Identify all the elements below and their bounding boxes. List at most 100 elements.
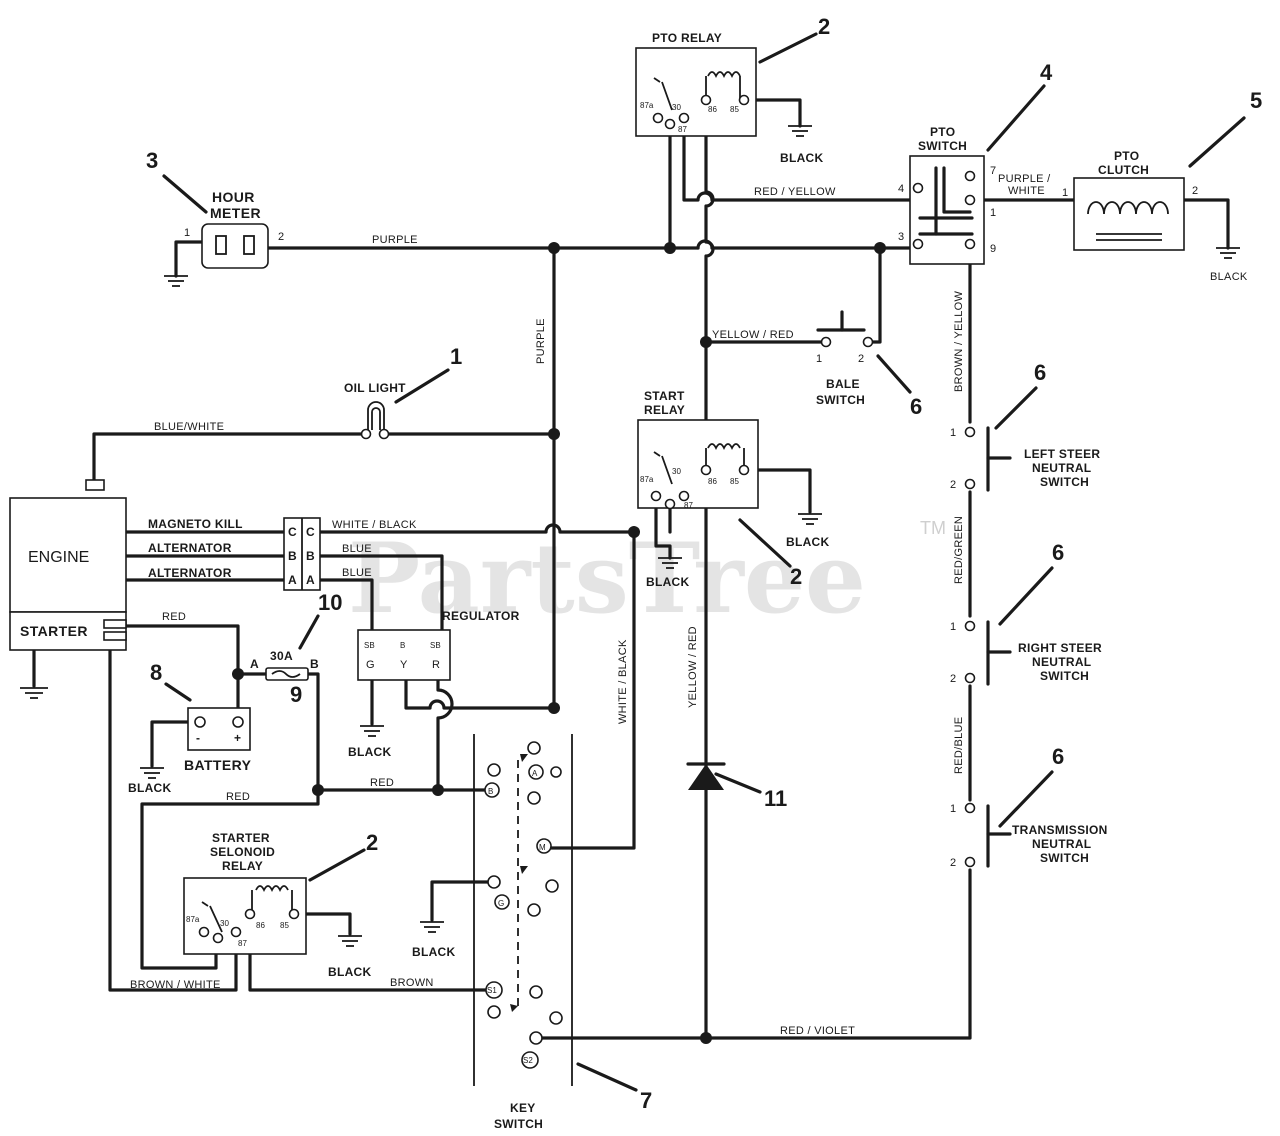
svg-text:R: R bbox=[432, 659, 440, 671]
svg-text:B: B bbox=[400, 641, 405, 650]
svg-text:A: A bbox=[306, 573, 315, 587]
svg-text:SB: SB bbox=[430, 641, 441, 650]
svg-text:6: 6 bbox=[910, 394, 922, 419]
svg-text:RELAY: RELAY bbox=[644, 403, 685, 417]
svg-text:3: 3 bbox=[146, 148, 158, 173]
svg-text:2: 2 bbox=[858, 353, 864, 365]
svg-text:NEUTRAL: NEUTRAL bbox=[1032, 655, 1091, 669]
svg-text:YELLOW / RED: YELLOW / RED bbox=[687, 626, 699, 708]
svg-text:1: 1 bbox=[816, 353, 822, 365]
fuse: 30A A B bbox=[250, 649, 319, 681]
svg-text:3: 3 bbox=[898, 231, 904, 243]
regulator: REGULATOR SB B SB G Y R BLACK bbox=[348, 609, 520, 759]
svg-text:5: 5 bbox=[1250, 88, 1262, 113]
svg-text:87a: 87a bbox=[186, 915, 200, 924]
svg-text:RED: RED bbox=[226, 791, 250, 803]
bale-switch: 1 2 BALE SWITCH bbox=[816, 310, 874, 407]
svg-text:BLUE: BLUE bbox=[342, 543, 372, 555]
svg-text:9: 9 bbox=[290, 682, 302, 707]
svg-text:ALTERNATOR: ALTERNATOR bbox=[148, 541, 232, 555]
svg-text:RELAY: RELAY bbox=[222, 859, 263, 873]
svg-text:BLACK: BLACK bbox=[128, 781, 172, 795]
svg-text:C: C bbox=[288, 525, 297, 539]
svg-text:6: 6 bbox=[1052, 540, 1064, 565]
svg-text:85: 85 bbox=[730, 105, 739, 114]
svg-text:10: 10 bbox=[318, 590, 342, 615]
engine: ENGINE STARTER bbox=[9, 479, 127, 651]
svg-text:S1: S1 bbox=[487, 986, 497, 995]
watermark-tm: TM bbox=[920, 518, 946, 538]
svg-text:8: 8 bbox=[150, 660, 162, 685]
engine-plug: C C B B A A bbox=[283, 517, 321, 591]
svg-text:BROWN: BROWN bbox=[390, 977, 434, 989]
svg-text:G: G bbox=[498, 899, 504, 908]
svg-text:87: 87 bbox=[678, 125, 687, 134]
svg-text:PURPLE: PURPLE bbox=[372, 234, 418, 246]
svg-text:-: - bbox=[196, 731, 200, 745]
svg-text:YELLOW / RED: YELLOW / RED bbox=[712, 329, 794, 341]
svg-text:ENGINE: ENGINE bbox=[28, 549, 89, 566]
svg-text:SWITCH: SWITCH bbox=[918, 139, 967, 153]
svg-text:1: 1 bbox=[184, 227, 190, 239]
wire-labels: PURPLE RED / YELLOW PURPLE / WHITE YELLO… bbox=[130, 173, 1051, 1037]
svg-text:11: 11 bbox=[764, 786, 787, 811]
svg-text:PURPLE /: PURPLE / bbox=[998, 173, 1051, 185]
svg-text:2: 2 bbox=[950, 673, 956, 685]
transmission-neutral-switch: 1 2 TRANSMISSION NEUTRAL SWITCH bbox=[950, 802, 1108, 869]
svg-text:2: 2 bbox=[790, 564, 802, 589]
svg-text:REGULATOR: REGULATOR bbox=[442, 609, 520, 623]
left-steer-neutral-switch: 1 2 LEFT STEER NEUTRAL SWITCH bbox=[950, 426, 1100, 492]
svg-text:7: 7 bbox=[990, 165, 996, 177]
svg-text:TRANSMISSION: TRANSMISSION bbox=[1012, 823, 1108, 837]
svg-text:BLACK: BLACK bbox=[412, 945, 456, 959]
svg-text:6: 6 bbox=[1034, 360, 1046, 385]
svg-text:A: A bbox=[288, 573, 297, 587]
svg-text:1: 1 bbox=[990, 207, 996, 219]
svg-text:30: 30 bbox=[672, 103, 681, 112]
svg-text:2: 2 bbox=[950, 479, 956, 491]
svg-text:30: 30 bbox=[672, 467, 681, 476]
svg-text:86: 86 bbox=[256, 921, 265, 930]
diode bbox=[686, 762, 726, 790]
svg-text:RED/GREEN: RED/GREEN bbox=[953, 516, 965, 584]
pto-switch: PTO SWITCH 7 4 1 3 9 bbox=[898, 125, 996, 265]
starter-solenoid-relay: STARTER SELONOID RELAY 87a 30 87 86 85 B… bbox=[183, 831, 371, 979]
svg-text:RIGHT STEER: RIGHT STEER bbox=[1018, 641, 1102, 655]
svg-text:SWITCH: SWITCH bbox=[1040, 669, 1089, 683]
svg-text:PTO: PTO bbox=[1114, 149, 1139, 163]
svg-text:BALE: BALE bbox=[826, 377, 860, 391]
svg-text:ALTERNATOR: ALTERNATOR bbox=[148, 566, 232, 580]
svg-text:C: C bbox=[306, 525, 315, 539]
svg-text:6: 6 bbox=[1052, 744, 1064, 769]
svg-text:Y: Y bbox=[400, 659, 408, 671]
ground-symbols bbox=[20, 125, 1240, 947]
svg-text:PURPLE: PURPLE bbox=[535, 318, 547, 364]
watermark: PartsTree bbox=[348, 522, 866, 635]
svg-text:2: 2 bbox=[1192, 185, 1198, 197]
svg-text:G: G bbox=[366, 659, 375, 671]
svg-text:A: A bbox=[532, 769, 538, 778]
svg-text:1: 1 bbox=[1062, 187, 1068, 199]
svg-text:86: 86 bbox=[708, 477, 717, 486]
svg-text:RED: RED bbox=[162, 611, 186, 623]
svg-text:SB: SB bbox=[364, 641, 375, 650]
callouts: 2 4 5 3 1 6 6 2 6 6 10 8 9 11 2 7 bbox=[146, 14, 1262, 1113]
svg-text:30A: 30A bbox=[270, 649, 293, 663]
svg-text:BROWN / WHITE: BROWN / WHITE bbox=[130, 979, 221, 991]
svg-text:SELONOID: SELONOID bbox=[210, 845, 275, 859]
svg-text:HOUR: HOUR bbox=[212, 189, 255, 205]
svg-text:BATTERY: BATTERY bbox=[184, 757, 252, 773]
svg-text:87a: 87a bbox=[640, 475, 654, 484]
svg-text:1: 1 bbox=[950, 427, 956, 439]
svg-text:30: 30 bbox=[220, 919, 229, 928]
svg-text:2: 2 bbox=[950, 857, 956, 869]
svg-text:BROWN / YELLOW: BROWN / YELLOW bbox=[953, 291, 965, 392]
svg-text:1: 1 bbox=[450, 344, 462, 369]
svg-text:2: 2 bbox=[818, 14, 830, 39]
svg-text:9: 9 bbox=[990, 243, 996, 255]
svg-text:SWITCH: SWITCH bbox=[1040, 851, 1089, 865]
svg-text:BLACK: BLACK bbox=[646, 575, 690, 589]
svg-text:KEY: KEY bbox=[510, 1101, 536, 1115]
svg-text:CLUTCH: CLUTCH bbox=[1098, 163, 1149, 177]
